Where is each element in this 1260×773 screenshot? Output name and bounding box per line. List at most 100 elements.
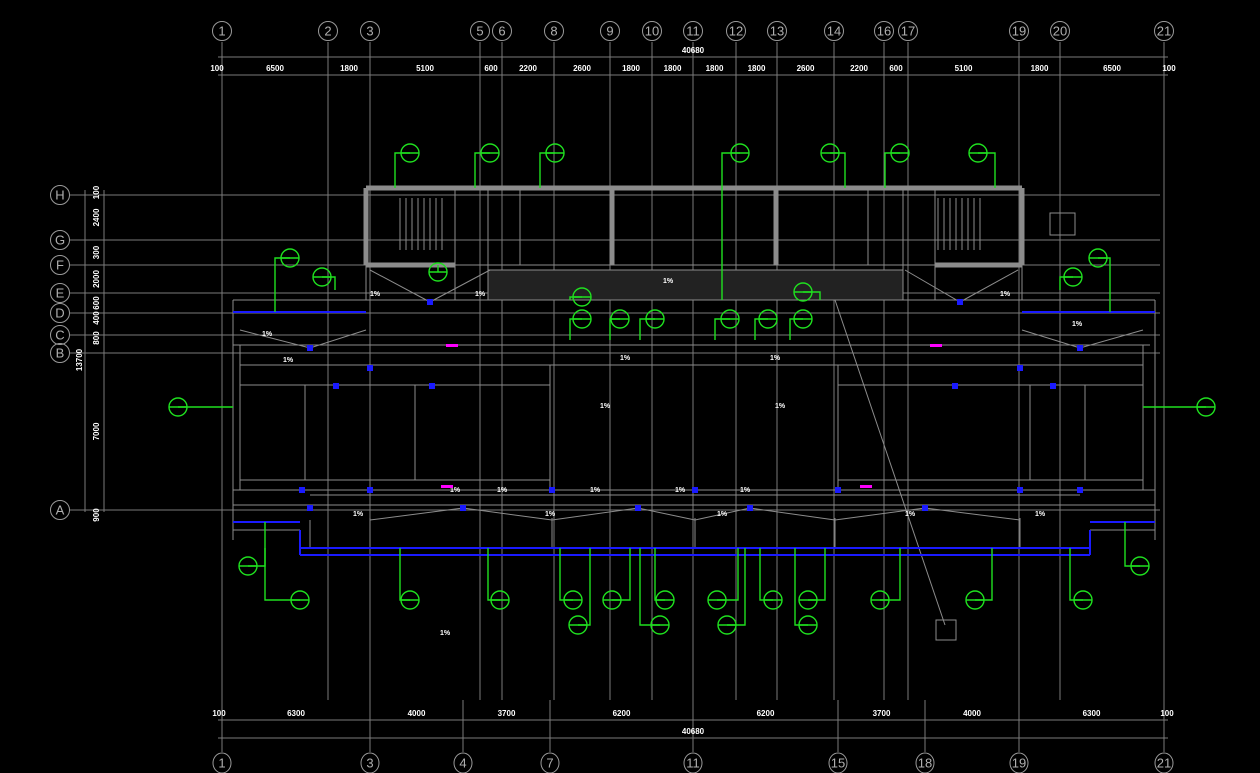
pipe-tag [1059, 267, 1083, 290]
axis-label: 11 [686, 756, 700, 771]
pipe-tag [870, 548, 901, 610]
dimension-value: 600 [889, 64, 903, 73]
riser-line [639, 548, 660, 626]
axis-circle [915, 752, 935, 773]
pipe-tag [793, 282, 821, 302]
pipe-tag [721, 143, 750, 300]
dimension-value: 2600 [797, 64, 815, 73]
slope-label: 1% [370, 291, 381, 298]
axis-circle [544, 21, 564, 41]
axis-label: 16 [877, 24, 891, 39]
dimension-value: 6300 [1083, 709, 1101, 718]
pipe-tags [168, 143, 1216, 635]
dimension-total: 40680 [682, 727, 705, 736]
overflow-marker [930, 344, 942, 347]
slope-label: 1% [440, 630, 451, 637]
dimension-value: 2200 [850, 64, 868, 73]
slope-label: 1% [283, 357, 294, 364]
axis-bubble-top: 10 [642, 21, 662, 41]
drain-point [307, 505, 313, 511]
drain-point [922, 505, 928, 511]
axis-label: 9 [606, 24, 613, 39]
dimension-value: 1800 [664, 64, 682, 73]
drain-point [333, 383, 339, 389]
riser-line [789, 318, 803, 340]
drain-point [367, 487, 373, 493]
overflow-marker [441, 485, 453, 488]
pipe-tag [1143, 397, 1216, 417]
axis-bubble-bottom: 18 [915, 752, 935, 773]
axis-circle [767, 21, 787, 41]
paved-area [487, 269, 904, 301]
slope-label: 1% [1000, 291, 1011, 298]
axis-label: 20 [1053, 24, 1067, 39]
drain-point [957, 299, 963, 305]
dimension-value: 100 [210, 64, 224, 73]
drain-point [460, 505, 466, 511]
dimension-value: 800 [92, 331, 101, 345]
dimension-value: 6200 [757, 709, 775, 718]
pipe-tag [1088, 248, 1111, 312]
axis-circle [1009, 21, 1029, 41]
drain-point [307, 345, 313, 351]
overflow-marker [446, 344, 458, 347]
pipe-tag [794, 548, 818, 635]
riser-line [264, 548, 300, 601]
axis-bubble-top: 5 [470, 21, 490, 41]
pipe-tag [394, 143, 420, 188]
slope-label: 1% [740, 487, 751, 494]
axis-bubble-bottom: 1 [212, 752, 232, 773]
slope-label: 1% [497, 487, 508, 494]
drain-point [635, 505, 641, 511]
riser-line [794, 548, 808, 626]
axis-label: A [56, 503, 65, 518]
slope-label: 1% [450, 487, 461, 494]
pipe-tag [568, 548, 591, 635]
slope-label: 1% [770, 355, 781, 362]
pipe-tag [312, 267, 336, 290]
axis-bubble-top: 11 [683, 21, 703, 41]
pipe-tag [884, 143, 910, 188]
axis-label: E [56, 286, 65, 301]
drain-point [549, 487, 555, 493]
pipe-tag [569, 309, 592, 340]
axis-bubble-row: A [50, 500, 70, 520]
pipe-tag [759, 548, 783, 610]
axis-bubble-top: 6 [492, 21, 512, 41]
axis-label: 14 [827, 24, 841, 39]
pipe-tag [789, 309, 813, 340]
dimension-value: 6300 [287, 709, 305, 718]
dimension-value: 7000 [92, 422, 101, 440]
axis-label: 2 [324, 24, 331, 39]
drain-point [1077, 487, 1083, 493]
pipe-tag [399, 548, 420, 610]
dimension-value: 5100 [416, 64, 434, 73]
roof-drain-detail [1049, 212, 1076, 236]
drain-point [835, 487, 841, 493]
slope-label: 1% [600, 403, 611, 410]
axis-bubble-top: 16 [874, 21, 894, 41]
axis-bubble-top: 13 [767, 21, 787, 41]
axis-label: 7 [546, 756, 553, 771]
pipe-tag [559, 548, 583, 610]
pipe-tag [609, 309, 630, 340]
axis-bubble-row: D [50, 303, 70, 323]
axis-bubble-top: 14 [824, 21, 844, 41]
axis-label: 19 [1012, 24, 1026, 39]
roof-drain-detail [935, 619, 957, 641]
dimension-value: 4000 [408, 709, 426, 718]
axis-circle [828, 752, 848, 773]
axis-label: 10 [645, 24, 659, 39]
axis-circle [212, 752, 232, 773]
axis-bubble-top: 9 [600, 21, 620, 41]
slope-label: 1% [905, 511, 916, 518]
axis-circle [1154, 752, 1174, 773]
pipe-tag [639, 548, 670, 635]
axis-label: 3 [366, 756, 373, 771]
pipe-tag [264, 548, 310, 610]
dimension-value: 6500 [1103, 64, 1121, 73]
axis-bubble-row: G [50, 230, 70, 250]
dimension-total: 40680 [682, 46, 705, 55]
pipe-tag [602, 548, 631, 610]
